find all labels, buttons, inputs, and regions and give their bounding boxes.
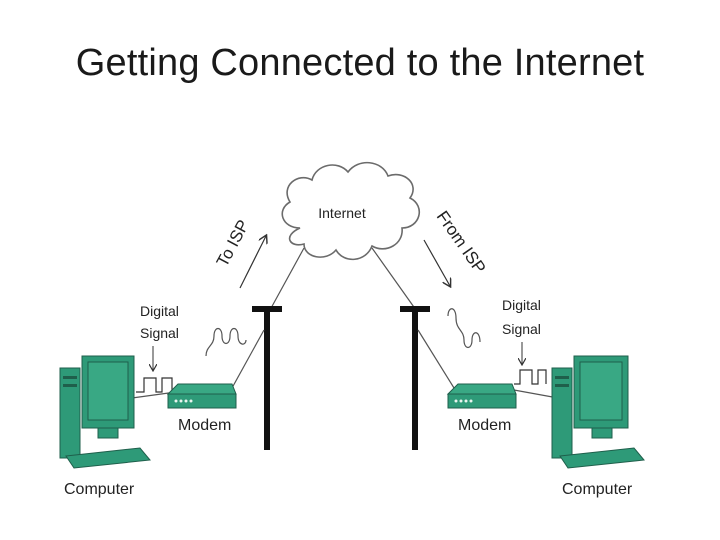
- from-isp-label: From ISP: [433, 207, 490, 277]
- left-modem-icon: [166, 383, 237, 409]
- from-isp-arrow-icon: [423, 239, 450, 286]
- left-modem-label: Modem: [178, 417, 231, 434]
- right-digital-signal-icon: [514, 369, 547, 385]
- right-computer-cable: [513, 389, 559, 399]
- left-uplink-cable: [269, 247, 305, 311]
- left-telephone-pole-icon: [252, 306, 282, 450]
- right-modem-label: Modem: [458, 417, 511, 434]
- left-computer-icon: [59, 355, 151, 469]
- left-modem-cable: [231, 329, 265, 389]
- right-computer-icon: [551, 355, 645, 469]
- right-telephone-pole-icon: [400, 306, 430, 450]
- right-modem-icon: [446, 383, 517, 409]
- internet-cloud-icon: [281, 161, 421, 261]
- left-computer-label: Computer: [64, 481, 135, 498]
- left-digital-signal-icon: [136, 377, 173, 393]
- right-downlink-cable: [371, 247, 417, 311]
- to-isp-arrow-icon: [239, 236, 266, 289]
- left-digital-signal-label-line2: Signal: [140, 325, 179, 341]
- right-digital-signal-label-line1: Digital: [502, 297, 541, 313]
- right-analog-signal-icon: [447, 308, 481, 349]
- to-isp-label: To ISP: [213, 217, 253, 270]
- left-digital-signal-label-line1: Digital: [140, 303, 179, 319]
- left-analog-signal-icon: [205, 327, 247, 357]
- right-digital-signal-label-line2: Signal: [502, 321, 541, 337]
- slide-title: Getting Connected to the Internet: [75, 42, 645, 84]
- right-modem-cable: [417, 329, 455, 389]
- right-computer-label: Computer: [562, 481, 633, 498]
- internet-label: Internet: [318, 205, 366, 221]
